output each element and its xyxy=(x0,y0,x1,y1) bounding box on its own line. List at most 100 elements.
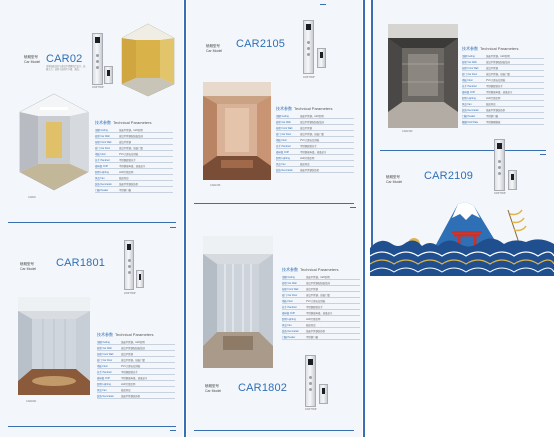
control-panel xyxy=(92,33,103,85)
column-divider xyxy=(371,0,373,276)
divider-line xyxy=(8,426,176,427)
divider-tick xyxy=(350,207,356,208)
model-label: 轿厢型号 Car Model xyxy=(386,175,403,184)
divider-tick xyxy=(540,154,546,155)
column-divider xyxy=(363,0,365,437)
control-panel xyxy=(124,240,134,290)
cab-image-car1802 xyxy=(203,236,273,368)
model-code-car02: CAR02 xyxy=(46,53,83,65)
divider-line xyxy=(380,150,546,151)
divider-tick xyxy=(320,4,326,5)
image-caption: CAR2109 xyxy=(402,130,413,133)
divider-line xyxy=(8,222,176,223)
cab-image-car1801 xyxy=(18,297,90,395)
control-panel xyxy=(303,20,314,74)
model-code-car2109: CAR2109 xyxy=(424,170,474,182)
cab-image-car02-small xyxy=(121,23,175,97)
hall-panel xyxy=(136,270,144,288)
fuji-wave-illustration xyxy=(370,202,554,276)
column-2 xyxy=(187,0,362,437)
image-caption: CAR02 xyxy=(28,196,36,199)
column-divider xyxy=(184,0,186,437)
hall-panel xyxy=(508,170,517,190)
model-code-car1802: CAR1802 xyxy=(238,382,288,394)
model-label: 轿厢型号 Car Model xyxy=(20,262,37,271)
cab-image-car2105 xyxy=(203,82,271,180)
panel-caption: COP HOP xyxy=(494,192,506,195)
hall-panel xyxy=(319,384,328,404)
divider-tick xyxy=(170,430,176,431)
cab-image-car02-large xyxy=(19,93,89,191)
panel-caption: COP HOP xyxy=(303,76,315,79)
cab-image-car2109 xyxy=(388,24,458,128)
model-code-car1801: CAR1801 xyxy=(56,257,106,269)
panel-caption: COP HOP xyxy=(92,86,104,89)
image-caption: CAR1801 xyxy=(26,400,37,403)
divider-line xyxy=(194,203,354,204)
panel-caption: COP HOP xyxy=(124,292,136,295)
hall-panel xyxy=(317,48,326,68)
control-panel xyxy=(494,139,505,191)
car-description: 采用镜面钛金与发纹不锈钢组合设计，高雅大方，适用于高档写字楼、酒店。 xyxy=(46,66,86,71)
hall-panel xyxy=(104,66,113,84)
model-label: 轿厢型号 Car Model xyxy=(24,55,41,64)
divider-line xyxy=(194,430,354,431)
image-caption: CAR2105 xyxy=(210,184,221,187)
